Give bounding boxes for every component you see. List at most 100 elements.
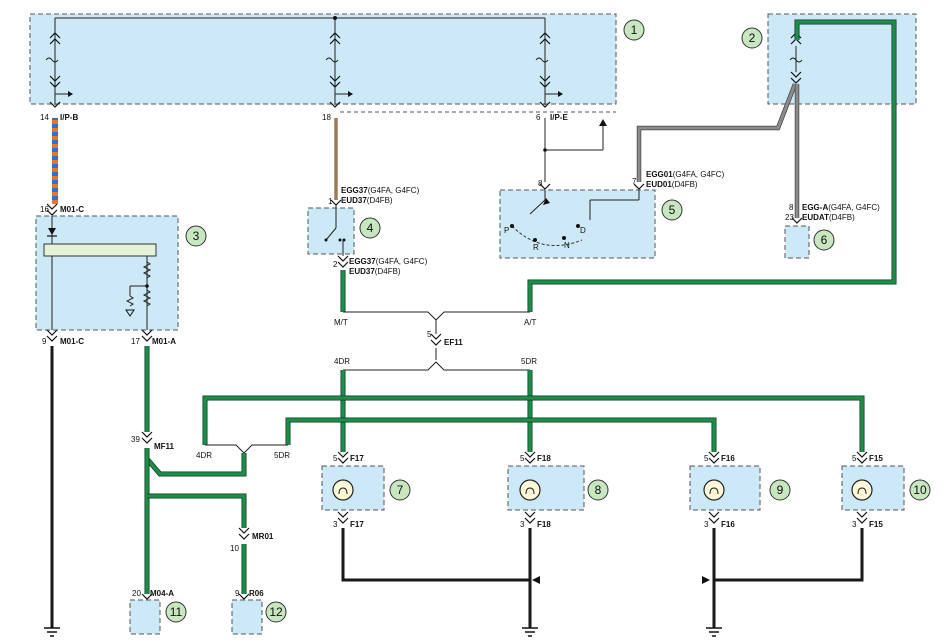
pin-egga-a: 8 (789, 203, 794, 212)
pin-r06: 9 (235, 589, 240, 598)
wire-gray (636, 83, 800, 218)
pin-f15-bot: 3 (852, 520, 857, 529)
wire-merge-ef11 (343, 311, 530, 371)
svg-text:12: 12 (269, 605, 283, 619)
fuse-block-internals (45, 16, 563, 108)
wire-ipb-striped (52, 118, 58, 204)
wire-green-drops (340, 370, 533, 452)
label-m01c-top: M01-C (60, 205, 84, 214)
pin-m01c-bot: 9 (42, 337, 47, 346)
label-at: A/T (524, 318, 537, 327)
label-ipe: I/P-E (550, 113, 568, 122)
wire-green-buses (202, 395, 865, 452)
label-f17-top: F17 (350, 454, 364, 463)
pin-mr01: 10 (230, 544, 239, 553)
component-box-1 (29, 13, 617, 105)
label-eudat: EUDAT(D4FB) (802, 213, 855, 222)
callout-10: 10 (909, 479, 931, 501)
component-box-10 (841, 465, 905, 511)
component-box-8 (507, 465, 585, 511)
callout-6: 6 (813, 229, 835, 251)
callout-7: 7 (389, 479, 411, 501)
switch-pos-n: N (564, 241, 570, 250)
callout-2: 2 (741, 27, 763, 49)
switch-pos-d: D (580, 226, 586, 235)
label-4dr-top: 4DR (334, 357, 350, 366)
wire-black-lamps (341, 528, 864, 637)
label-eud37-top: EUD37(D4FB) (341, 196, 393, 205)
label-egg37-bot: EGG37(G4FA, G4FC) (349, 257, 428, 266)
callout-8: 8 (587, 479, 609, 501)
pin-egg37-top: 1 (328, 197, 333, 206)
label-egg37-top: EGG37(G4FA, G4FC) (341, 186, 420, 195)
pin-egg37-bot: 2 (333, 260, 338, 269)
pin-ipe: 6 (536, 113, 541, 122)
label-m04a: M04-A (150, 589, 174, 598)
label-f16-bot: F16 (721, 520, 735, 529)
pin-8-switch: 8 (538, 179, 543, 188)
pin-f16-bot: 3 (704, 520, 709, 529)
callout-12: 12 (265, 601, 287, 623)
callout-1: 1 (623, 19, 645, 41)
pin-f17-bot: 3 (333, 520, 338, 529)
pin-m01a: 17 (131, 337, 140, 346)
label-eud37-bot: EUD37(D4FB) (349, 267, 401, 276)
label-eud01: EUD01(D4FB) (646, 180, 698, 189)
component-box-11 (129, 599, 161, 635)
lamp-8 (519, 451, 541, 524)
svg-text:10: 10 (913, 483, 927, 497)
switch-pos-p: P (504, 226, 509, 235)
callout-5: 5 (661, 199, 683, 221)
switch-pos-r: R (533, 243, 539, 252)
label-f18-top: F18 (537, 454, 551, 463)
svg-text:9: 9 (777, 483, 784, 497)
label-egg01: EGG01(G4FA, G4FC) (646, 170, 725, 179)
wire-ipe-switch (543, 118, 607, 182)
label-f18-bot: F18 (537, 520, 551, 529)
pin-m01c-top: 16 (40, 205, 49, 214)
label-mt: M/T (334, 318, 348, 327)
pin-ef11: 5 (427, 330, 432, 339)
svg-text:2: 2 (749, 31, 756, 45)
pin-ipb: 14 (40, 113, 49, 122)
svg-text:4: 4 (367, 221, 374, 235)
label-ipb: I/P-B (60, 113, 78, 122)
svg-text:8: 8 (595, 483, 602, 497)
pin-18: 18 (322, 113, 331, 122)
label-4dr-left: 4DR (196, 451, 212, 460)
component-box-4 (307, 207, 355, 255)
label-r06: R06 (249, 589, 264, 598)
label-f15-top: F15 (869, 454, 883, 463)
callout-3: 3 (185, 225, 207, 247)
svg-text:7: 7 (397, 483, 404, 497)
pin-mf11: 39 (131, 435, 140, 444)
label-ef11: EF11 (444, 338, 463, 347)
lamp-9 (703, 451, 725, 524)
pin-m04a: 20 (132, 589, 141, 598)
pin-f18-top: 5 (520, 454, 525, 463)
label-mr01: MR01 (252, 532, 274, 541)
component-box-9 (689, 465, 761, 511)
svg-text:5: 5 (669, 203, 676, 217)
label-5dr-left: 5DR (274, 451, 290, 460)
component-box-3 (35, 215, 179, 331)
callout-4: 4 (359, 217, 381, 239)
label-m01a: M01-A (152, 337, 176, 346)
component-box-6 (784, 225, 810, 259)
callout-11: 11 (165, 601, 187, 623)
label-f17-bot: F17 (350, 520, 364, 529)
label-egga: EGG-A(G4FA, G4FC) (802, 203, 880, 212)
callout-9: 9 (769, 479, 791, 501)
component-box-5 (499, 189, 656, 259)
svg-text:11: 11 (170, 605, 183, 619)
range-switch-internals (510, 183, 645, 247)
svg-text:6: 6 (821, 233, 828, 247)
label-m01c-bot: M01-C (60, 337, 84, 346)
module-3-internals (43, 209, 157, 342)
pin-egg01: 7 (632, 177, 637, 186)
lamp-7 (332, 451, 354, 524)
wire-green-m01a (144, 346, 247, 594)
pin-f17-top: 5 (333, 454, 338, 463)
label-5dr-top: 5DR (521, 357, 537, 366)
